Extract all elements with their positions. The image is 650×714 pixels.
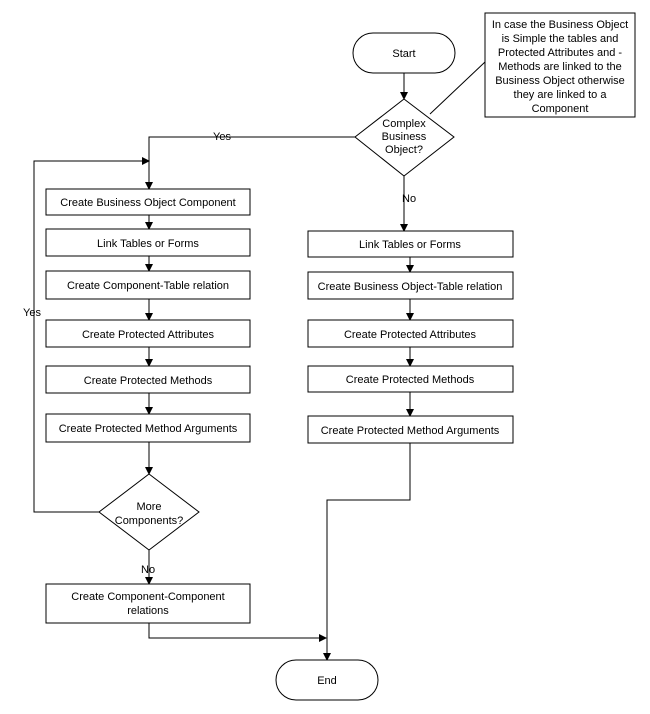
process-box — [307, 230, 514, 258]
decision-complex-line: Business — [382, 131, 427, 143]
process-label: Create Component-Table relation — [67, 280, 229, 292]
process-label: Create Protected Method Arguments — [59, 423, 238, 435]
note-callout-line — [429, 61, 486, 115]
process-box — [45, 228, 251, 257]
edge-right-to-end — [323, 443, 411, 661]
end-terminator: End — [275, 659, 379, 701]
process-box — [307, 319, 514, 348]
process-box — [45, 188, 251, 216]
process-box — [307, 271, 514, 300]
note-line: Methods are linked to the — [498, 61, 622, 73]
process-label: Create Protected Methods — [84, 375, 213, 387]
edge-label-no-complex: No — [402, 193, 416, 205]
decision-complex-shape — [354, 98, 455, 177]
process-step: Create Business Object-Table relation — [307, 271, 514, 300]
process-box — [45, 413, 251, 443]
process-step: Create Protected Methods — [307, 365, 514, 393]
edge-complex-yes — [145, 136, 355, 190]
start-shape — [352, 32, 456, 74]
decision-more-components: More Components? — [98, 473, 200, 551]
edge-final-to-end — [148, 623, 327, 642]
left-column-steps: Create Business Object Component Link Ta… — [45, 188, 251, 443]
process-label: Create Protected Attributes — [344, 329, 477, 341]
process-label: Create Protected Method Arguments — [321, 425, 500, 437]
edge-more-yes-loop — [33, 157, 150, 513]
end-shape — [275, 659, 379, 701]
note-line: Business Object otherwise — [495, 75, 625, 87]
process-step: Create Protected Method Arguments — [307, 415, 514, 444]
process-label: relations — [127, 605, 169, 617]
right-column-steps: Link Tables or Forms Create Business Obj… — [307, 230, 514, 444]
process-label: Create Business Object Component — [60, 197, 235, 209]
process-box — [45, 583, 251, 624]
decision-more-shape — [98, 473, 200, 551]
note-line: Component — [532, 103, 589, 115]
process-label: Create Component-Component — [71, 591, 224, 603]
process-step: Create Protected Attributes — [307, 319, 514, 348]
process-step: Create Business Object Component — [45, 188, 251, 216]
process-label: Link Tables or Forms — [97, 238, 199, 250]
note-box — [484, 12, 636, 118]
start-label: Start — [392, 48, 415, 60]
process-box — [45, 365, 251, 394]
note-annotation: In case the Business Object is Simple th… — [484, 12, 636, 118]
edge-label-yes-complex: Yes — [213, 131, 231, 143]
process-box — [307, 365, 514, 393]
process-box — [307, 415, 514, 444]
process-step: Create Component-Table relation — [45, 270, 251, 300]
decision-complex-line: Complex — [382, 118, 426, 130]
note-line: is Simple the tables and — [502, 33, 619, 45]
end-label: End — [317, 675, 337, 687]
note-line: In case the Business Object — [492, 19, 628, 31]
note-line: they are linked to a — [514, 89, 608, 101]
process-step: Link Tables or Forms — [307, 230, 514, 258]
edge-label-yes-more: Yes — [23, 307, 41, 319]
note-line: Protected Attributes and - — [498, 47, 622, 59]
process-step: Create Protected Method Arguments — [45, 413, 251, 443]
decision-more-line: Components? — [115, 515, 184, 527]
process-step: Create Protected Attributes — [45, 319, 251, 348]
start-terminator: Start — [352, 32, 456, 74]
process-step: Link Tables or Forms — [45, 228, 251, 257]
process-label: Link Tables or Forms — [359, 239, 461, 251]
decision-complex-business-object: Complex Business Object? — [354, 98, 455, 177]
decision-more-line: More — [136, 501, 161, 513]
connectors — [33, 61, 486, 661]
process-label: Create Protected Methods — [346, 374, 475, 386]
process-label: Create Protected Attributes — [82, 329, 215, 341]
decision-complex-line: Object? — [385, 144, 423, 156]
process-step-final: Create Component-Component relations — [45, 583, 251, 624]
process-box — [45, 270, 251, 300]
edge-label-no-more: No — [141, 564, 155, 576]
process-label: Create Business Object-Table relation — [318, 281, 503, 293]
process-step: Create Protected Methods — [45, 365, 251, 394]
process-box — [45, 319, 251, 348]
